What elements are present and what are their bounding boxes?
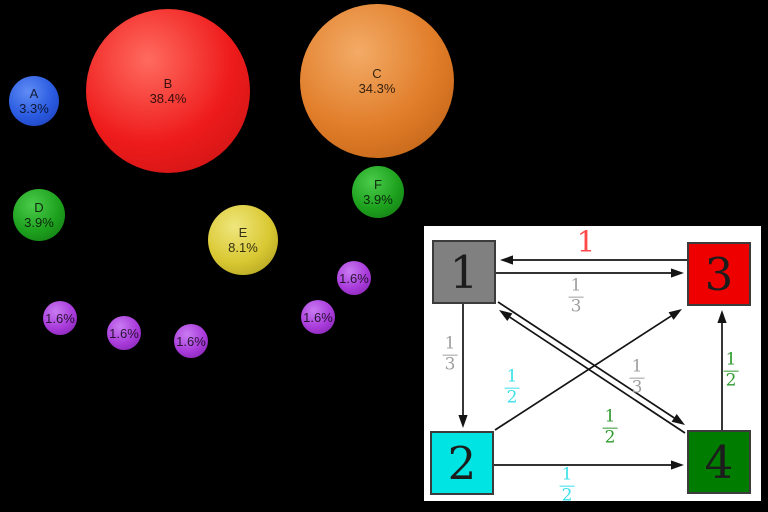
arrowhead-2-to-4 [671,460,684,470]
bubble-label-p3: 1.6% [176,333,206,349]
arrowhead-4-to-1 [499,310,513,322]
graph-node-1: 1 [432,240,496,304]
edge-2-to-3 [494,315,672,431]
arrowhead-1-to-2 [458,415,468,428]
bubble-p3: 1.6% [174,324,208,358]
bubble-p1: 1.6% [43,301,77,335]
edge-4-to-1 [509,316,686,434]
bubble-p4: 1.6% [301,300,335,334]
edge-label-3-to-1: 1 [576,224,596,259]
graph-node-3: 3 [687,242,751,306]
graph-node-2: 2 [430,431,494,495]
edge-1-to-4 [497,301,675,419]
arrowhead-1-to-4 [671,414,685,425]
bubble-p2: 1.6% [107,316,141,350]
bubble-label-p4: 1.6% [303,309,333,325]
graph-edges-layer [458,255,727,470]
arrowhead-2-to-3 [668,309,682,320]
graph-node-4: 4 [687,430,751,494]
bubble-label-p5: 1.6% [339,270,369,286]
arrowhead-1-to-3 [671,268,684,278]
bubble-label-p2: 1.6% [109,325,139,341]
bubble-label-p1: 1.6% [45,310,75,326]
bubble-p5: 1.6% [337,261,371,295]
arrowhead-3-to-1 [500,255,513,265]
arrowhead-4-to-3 [717,310,727,323]
